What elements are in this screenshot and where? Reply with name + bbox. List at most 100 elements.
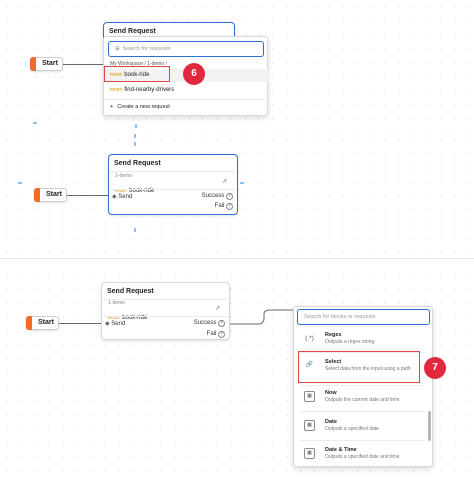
grid-icon: ⊞	[115, 46, 120, 52]
node-divider	[102, 316, 229, 317]
list-divider	[300, 352, 424, 353]
start-node[interactable]: Start	[30, 57, 63, 71]
list-divider	[300, 440, 424, 441]
regex-icon: (.*)	[305, 335, 314, 342]
request-path: 1-demo	[115, 173, 132, 179]
start-label: Start	[46, 191, 62, 198]
selection-handle	[18, 182, 22, 184]
step-badge-7: 7	[424, 357, 446, 379]
method-badge: POST	[108, 315, 121, 320]
canvas-panel-request-picker: Start Send Request ⊞Search for requests …	[0, 0, 474, 133]
request-name: book-ride	[124, 72, 150, 78]
connection-wire	[59, 323, 101, 324]
block-item-date-time[interactable]: ▦ Date & Time Outputs a specified date a…	[300, 444, 428, 468]
block-title: Select	[325, 359, 342, 365]
calendar-icon: ▦	[304, 391, 315, 402]
calendar-icon: ▦	[304, 420, 315, 431]
start-node[interactable]: Start	[34, 188, 67, 202]
block-description: Select data from the input using a path	[325, 366, 411, 372]
dropdown-divider	[104, 99, 268, 100]
block-item-regex[interactable]: (.*) Regex Outputs a regex string	[300, 329, 428, 353]
help-icon: ?	[226, 203, 233, 210]
request-name: book-ride	[129, 188, 155, 194]
block-item-select[interactable]: 🔗 Select Select data from the input usin…	[300, 356, 428, 383]
plus-icon: +	[110, 104, 114, 110]
node-title: Send Request	[102, 283, 229, 300]
block-description: Outputs a specified date and time	[325, 454, 400, 460]
success-connection-wire	[230, 309, 298, 325]
fail-label: Fail	[214, 203, 225, 209]
block-title: Date	[325, 419, 337, 425]
start-node[interactable]: Start	[26, 316, 59, 330]
send-input-port[interactable]: ◈ Send	[112, 193, 132, 200]
connection-wire	[67, 195, 109, 196]
highlight-box-book-ride	[104, 66, 170, 82]
list-divider	[300, 411, 424, 412]
request-path: 1-demo	[108, 300, 125, 306]
request-search-input[interactable]: ⊞Search for requests	[108, 41, 264, 57]
request-name: find-nearby-drivers	[124, 87, 175, 93]
send-input-port[interactable]: ◈ Send	[105, 320, 125, 327]
block-search-input[interactable]: Search for blocks or requests	[297, 309, 430, 325]
block-title: Now	[325, 390, 337, 396]
step-badge-6: 6	[183, 63, 205, 85]
block-title: Regex	[325, 332, 342, 338]
diamond-port-icon: ◈	[105, 321, 110, 327]
start-label: Start	[38, 319, 54, 326]
block-description: Outputs a regex string	[325, 339, 375, 345]
selection-handle	[134, 228, 136, 232]
breadcrumb: My Workspace / 1-demo /	[110, 61, 167, 67]
help-icon: ?	[218, 331, 225, 338]
search-placeholder: Search for blocks or requests	[304, 314, 376, 320]
link-icon: 🔗	[305, 362, 314, 368]
block-picker-dropdown: Search for blocks or requests (.*) Regex…	[293, 306, 433, 467]
method-badge: POST	[110, 87, 123, 92]
block-description: Outputs the current date and time	[325, 397, 400, 403]
request-name: book-ride	[122, 315, 148, 321]
help-icon: ?	[218, 320, 225, 327]
selection-handle	[135, 124, 137, 128]
calendar-icon: ▦	[304, 448, 315, 459]
fail-label: Fail	[206, 331, 217, 337]
fail-output-port[interactable]: Fail ?	[207, 331, 225, 338]
open-request-icon[interactable]: ↗	[214, 306, 220, 312]
success-label: Success	[201, 193, 225, 199]
method-badge: POST	[115, 188, 128, 193]
panel-divider	[0, 258, 474, 259]
success-output-port[interactable]: Success ?	[194, 320, 225, 327]
highlight-box-select	[298, 351, 420, 383]
fail-output-port[interactable]: Fail ?	[215, 203, 233, 210]
success-label: Success	[193, 320, 217, 326]
selection-handle	[33, 122, 37, 124]
help-icon: ?	[226, 193, 233, 200]
block-item-now[interactable]: ▦ Now Outputs the current date and time	[300, 387, 428, 411]
node-title: Send Request	[109, 28, 156, 35]
dropdown-scrollbar[interactable]	[428, 411, 431, 441]
create-request-label: Create a new request	[117, 104, 170, 110]
send-label: Send	[111, 321, 126, 327]
request-picker-dropdown: ⊞Search for requests My Workspace / 1-de…	[103, 36, 268, 116]
selection-handle	[134, 142, 136, 146]
open-request-icon[interactable]: ↗	[221, 179, 227, 185]
node-title: Send Request	[109, 155, 237, 172]
create-request-button[interactable]: +Create a new request	[110, 104, 170, 110]
block-title: Date & Time	[325, 447, 357, 453]
diamond-port-icon: ◈	[112, 194, 117, 200]
method-badge: POST	[110, 72, 123, 77]
block-description: Outputs a specified date	[325, 426, 379, 432]
block-item-date[interactable]: ▦ Date Outputs a specified date	[300, 416, 428, 440]
success-output-port[interactable]: Success ?	[202, 193, 233, 200]
list-divider	[300, 385, 424, 386]
node-divider	[109, 189, 237, 190]
selection-handle	[134, 134, 136, 138]
selection-handle	[240, 182, 244, 184]
connection-wire	[63, 64, 103, 65]
start-label: Start	[42, 60, 58, 67]
